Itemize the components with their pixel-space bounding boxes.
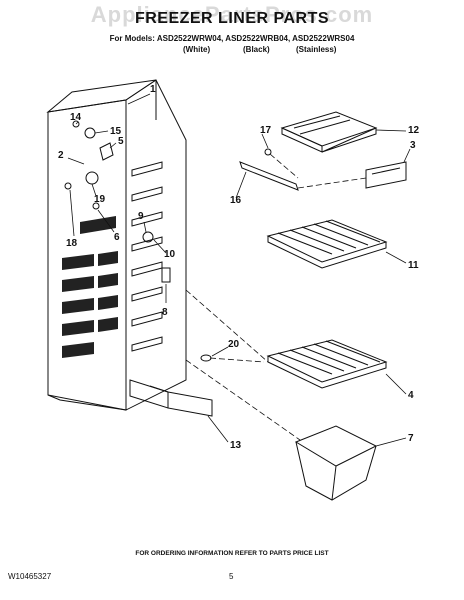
callout-5: 5 bbox=[118, 136, 124, 147]
callout-11: 11 bbox=[408, 260, 419, 271]
page-title: FREEZER LINER PARTS bbox=[134, 10, 330, 27]
part-5-clip bbox=[99, 142, 114, 161]
callout-18: 18 bbox=[66, 238, 78, 249]
part-4-wire-shelf bbox=[266, 339, 388, 389]
ordering-note: FOR ORDERING INFORMATION REFER TO PARTS … bbox=[135, 550, 329, 557]
document-number: W10465327 bbox=[8, 572, 52, 581]
part-19-bracket bbox=[85, 171, 99, 185]
callout-7: 7 bbox=[408, 433, 414, 444]
part-12-shelf bbox=[280, 111, 378, 147]
callout-16: 16 bbox=[230, 195, 242, 206]
part-3-shelf-front bbox=[365, 161, 407, 189]
part-18-screw bbox=[64, 182, 72, 190]
side-wall-slots bbox=[131, 161, 163, 352]
part-7-bin bbox=[294, 425, 378, 501]
watermark: AppliancePartsPros.com bbox=[90, 2, 374, 27]
callout-20: 20 bbox=[228, 339, 240, 350]
callout-8: 8 bbox=[162, 307, 168, 318]
part-20-screw bbox=[200, 354, 212, 362]
callout-1: 1 bbox=[150, 84, 156, 95]
callout-6: 6 bbox=[114, 232, 120, 243]
part-10-bracket bbox=[142, 231, 154, 243]
callout-2: 2 bbox=[58, 150, 64, 161]
callout-15: 15 bbox=[110, 126, 122, 137]
part-8-bracket bbox=[161, 267, 171, 283]
part-13-housing bbox=[167, 391, 213, 417]
back-wall-vents bbox=[62, 216, 118, 358]
part-15-knob bbox=[84, 127, 96, 139]
variant-black: (Black) bbox=[243, 45, 270, 54]
part-17-screw bbox=[264, 148, 272, 156]
part-14-screw bbox=[72, 120, 80, 128]
part-11-wire-shelf bbox=[266, 219, 388, 269]
callout-14: 14 bbox=[70, 112, 82, 123]
callout-19: 19 bbox=[94, 194, 106, 205]
callout-10: 10 bbox=[164, 249, 176, 260]
callout-9: 9 bbox=[138, 211, 144, 222]
page-number: 5 bbox=[229, 572, 234, 581]
part-6-screw bbox=[92, 202, 100, 210]
liner-side-panel bbox=[125, 79, 187, 411]
callout-12: 12 bbox=[408, 125, 420, 136]
callout-4: 4 bbox=[408, 390, 414, 401]
model-list: For Models: ASD2522WRW04, ASD2522WRB04, … bbox=[109, 34, 355, 43]
callout-3: 3 bbox=[410, 140, 416, 151]
callout-17: 17 bbox=[260, 125, 272, 136]
variant-white: (White) bbox=[183, 45, 211, 54]
callout-13: 13 bbox=[230, 440, 242, 451]
part-16-bracket bbox=[239, 161, 299, 191]
variant-stainless: (Stainless) bbox=[296, 45, 337, 54]
liner-top-panel bbox=[46, 79, 157, 113]
